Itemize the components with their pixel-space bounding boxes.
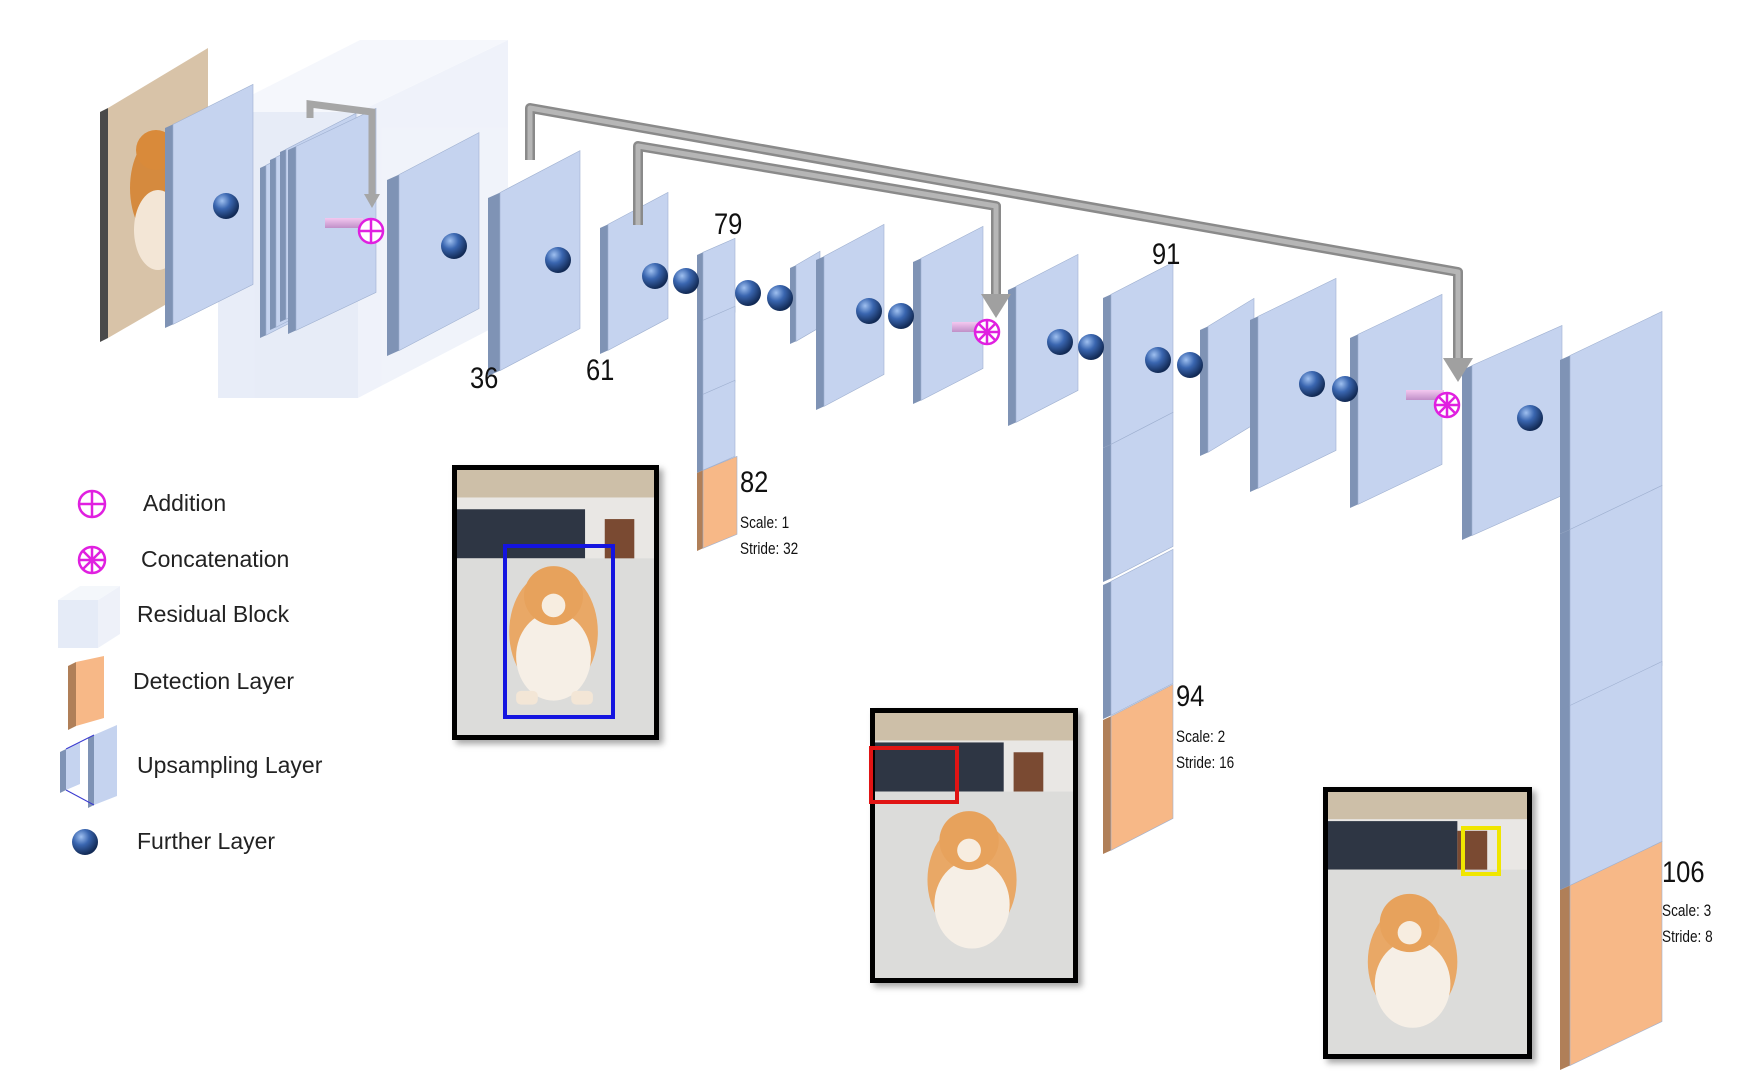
addition-icon — [77, 489, 107, 519]
further-layer-node-icon — [72, 829, 98, 855]
further-layer-node — [1332, 376, 1358, 402]
upsampling-layer-icon — [60, 725, 117, 808]
detection-photo-scale-3 — [1323, 787, 1532, 1059]
detection-layer-icon — [68, 656, 104, 730]
upsample-layer-1b — [816, 223, 885, 410]
concatenation-icon — [973, 318, 1001, 346]
conv-layer-101 — [1462, 325, 1563, 540]
further-layer-node — [213, 193, 239, 219]
further-layer-node — [1517, 405, 1543, 431]
further-layer-node — [673, 268, 699, 294]
layer-label-36: 36 — [470, 362, 499, 395]
conv-layer-3 — [387, 132, 480, 356]
bbox-dog-large — [503, 544, 615, 719]
scale-106: Scale: 3 Stride: 8 — [1662, 898, 1713, 951]
concatenation-icon — [77, 545, 107, 575]
scale-82-scale: Scale: 1 — [740, 513, 790, 532]
further-layer-node — [1145, 347, 1171, 373]
layer-label-94: 94 — [1176, 680, 1205, 713]
bbox-stool-small — [1461, 826, 1501, 876]
concat-connector-1 — [952, 322, 984, 332]
conv-layer-81 — [697, 379, 736, 473]
conv-layer-86 — [1008, 253, 1079, 426]
further-layer-node — [888, 303, 914, 329]
layer-label-91: 91 — [1152, 238, 1181, 271]
further-layer-node — [1047, 329, 1073, 355]
scale-94-scale: Scale: 2 — [1176, 727, 1226, 746]
residual-shortcut — [306, 100, 380, 208]
skip-connection-36 — [525, 103, 1473, 382]
layer-label-82: 82 — [740, 466, 769, 499]
conv-layer-106a — [1560, 311, 1663, 534]
scale-106-scale: Scale: 3 — [1662, 901, 1712, 920]
further-layer-node — [767, 285, 793, 311]
further-layer-node — [1299, 371, 1325, 397]
further-layer-node — [441, 233, 467, 259]
detection-layer-106 — [1560, 841, 1663, 1070]
conv-layer-106b — [1560, 485, 1663, 714]
conv-layer-79 — [697, 237, 736, 329]
bbox-sofa-medium — [869, 746, 959, 804]
addition-connector — [325, 218, 363, 228]
legend-residual-block: Residual Block — [137, 601, 290, 627]
further-layer-node — [545, 247, 571, 273]
scale-82-stride: Stride: 32 — [740, 539, 799, 559]
layer-label-61: 61 — [586, 354, 615, 387]
conv-layer-1 — [165, 83, 254, 329]
addition-icon — [357, 217, 385, 245]
detection-photo-scale-2 — [870, 708, 1078, 983]
legend-upsampling-layer: Upsampling Layer — [137, 752, 323, 778]
conv-layer-61 — [600, 191, 669, 354]
further-layer-node — [856, 298, 882, 324]
scale-106-stride: Stride: 8 — [1662, 927, 1713, 947]
layer-label-106: 106 — [1662, 856, 1705, 889]
legend-detection-layer: Detection Layer — [133, 668, 295, 694]
detection-photo-scale-1 — [452, 465, 659, 740]
conv-layer-93 — [1103, 548, 1174, 719]
conv-layer-concat-2 — [1350, 293, 1443, 508]
further-layer-node — [642, 263, 668, 289]
conv-layer-concat-1 — [913, 225, 984, 404]
further-layer-node — [1078, 334, 1104, 360]
layer-label-79: 79 — [714, 208, 743, 241]
conv-layer-92 — [1103, 411, 1174, 582]
scale-82: Scale: 1 Stride: 32 — [740, 510, 798, 563]
upsample-layer-2b — [1250, 277, 1337, 492]
concatenation-icon — [1433, 391, 1461, 419]
further-layer-node — [1177, 352, 1203, 378]
scale-94-stride: Stride: 16 — [1176, 753, 1235, 773]
upsample-layer-2a — [1200, 297, 1255, 456]
concat-connector-2 — [1406, 390, 1444, 400]
legend-addition: Addition — [143, 490, 227, 516]
detection-layer-94 — [1103, 683, 1174, 854]
residual-block-icon — [58, 586, 120, 648]
legend-concatenation: Concatenation — [141, 546, 290, 572]
detection-layer-82 — [697, 455, 738, 551]
scale-94: Scale: 2 Stride: 16 — [1176, 724, 1234, 777]
upsample-layer-1a — [790, 250, 821, 344]
further-layer-node — [735, 280, 761, 306]
skip-connection-61 — [633, 141, 1011, 318]
conv-layer-91 — [1103, 261, 1174, 448]
conv-layer-36 — [488, 150, 581, 376]
legend-further-layer: Further Layer — [137, 828, 276, 854]
